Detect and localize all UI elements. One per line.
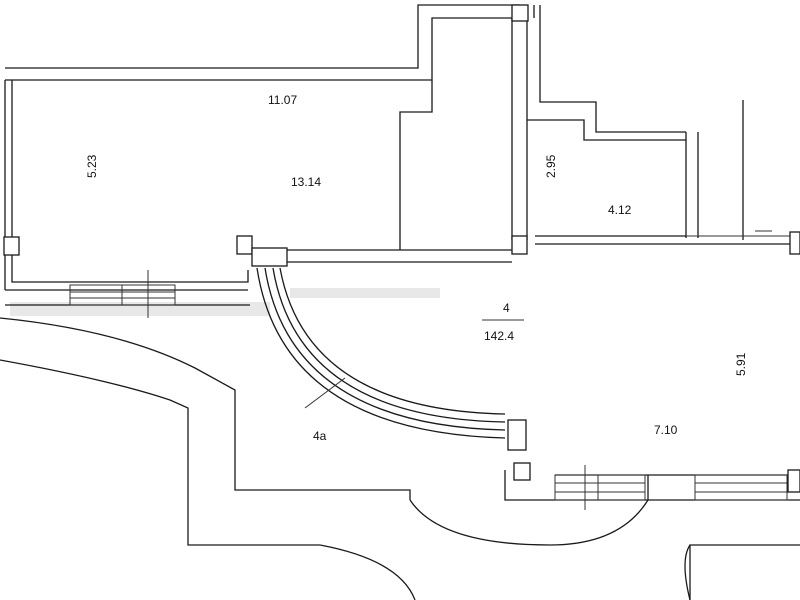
- room-main-depth-label: 5.91: [734, 352, 748, 376]
- column: [3, 236, 20, 256]
- room-small-depth-label: 2.95: [544, 154, 558, 178]
- room-left-depth-label: 5.23: [85, 154, 99, 178]
- room-main-area-label: 142.4: [484, 329, 514, 343]
- window-left-room: [69, 270, 176, 318]
- room-small-area-label: 4.12: [608, 203, 632, 217]
- column: [507, 419, 527, 451]
- room-left-walls: [4, 4, 520, 306]
- columns: [3, 4, 800, 493]
- column: [787, 469, 800, 493]
- room-small-walls: [527, 119, 800, 245]
- column: [511, 235, 528, 255]
- curved-glazed-wall: [256, 267, 506, 439]
- room-left-area-label: 13.14: [291, 175, 321, 189]
- column: [251, 247, 288, 267]
- terrace-outline: [0, 317, 800, 600]
- column: [511, 4, 529, 22]
- room-main-width-label: 7.10: [654, 423, 678, 437]
- column: [513, 462, 531, 481]
- plan-labels: 11.07 5.23 13.14 2.95 4.12 4 142.4 5.91 …: [85, 93, 748, 443]
- room-left-width-label: 11.07: [268, 93, 297, 107]
- main-hall-walls: [286, 249, 800, 501]
- shaft-walls: [511, 5, 744, 240]
- column: [789, 231, 800, 255]
- window-main-hall: [554, 465, 788, 510]
- column: [236, 235, 253, 255]
- room-main-number-label: 4: [503, 301, 510, 315]
- terrace-number-label: 4a: [313, 429, 327, 443]
